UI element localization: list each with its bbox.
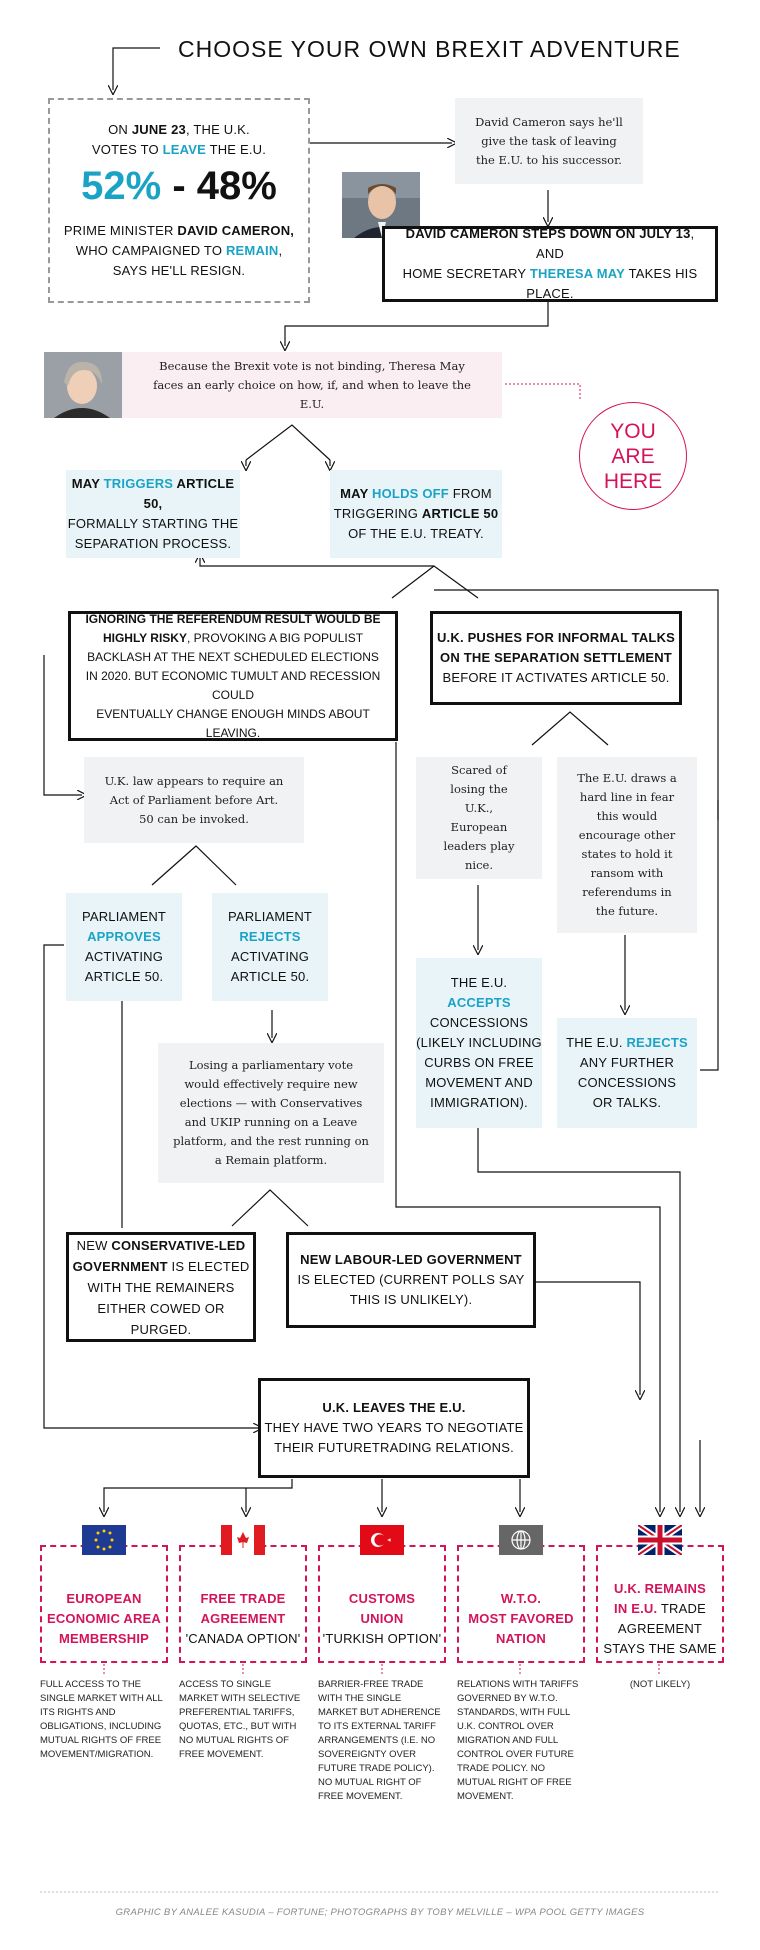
may-holds-off-box: MAY HOLDS OFF FROM TRIGGERING ARTICLE 50… — [330, 470, 502, 558]
cameron-note: David Cameron says he'll give the task o… — [455, 98, 643, 184]
page-title: CHOOSE YOUR OWN BREXIT ADVENTURE — [178, 36, 681, 62]
outcome-customs-union-box: CUSTOMS UNION 'TURKISH OPTION' — [318, 1545, 446, 1663]
vote-percentages: 52% - 48% — [81, 164, 277, 208]
turkey-flag-icon — [360, 1525, 404, 1555]
may-choice-note: Because the Brexit vote is not binding, … — [122, 352, 502, 418]
eu-accepts-box: THE E.U. ACCEPTS CONCESSIONS (LIKELY INC… — [416, 958, 542, 1128]
new-elections-note: Losing a parliamentary vote would effect… — [158, 1043, 384, 1183]
outcome-fta-box: FREE TRADE AGREEMENT 'CANADA OPTION' — [179, 1545, 307, 1663]
outcome-uk-remains-description: (NOT LIKELY) — [629, 1679, 691, 1690]
portrait-image — [44, 352, 122, 418]
may-triggers-box: MAY TRIGGERS ARTICLE 50, FORMALLY STARTI… — [66, 470, 240, 558]
eu-hard-line-note: The E.U. draws a hard line in fear this … — [557, 757, 697, 933]
outcome-eea-box: EUROPEAN ECONOMIC AREA MEMBERSHIP — [40, 1545, 168, 1663]
outcome-wto-box: W.T.O. MOST FAVORED NATION — [457, 1545, 585, 1663]
outcome-wto-description: RELATIONS WITH TARIFFS GOVERNED BY W.T.O… — [457, 1679, 579, 1802]
canada-flag-icon — [221, 1525, 265, 1555]
parliament-rejects-box: PARLIAMENT REJECTS ACTIVATING ARTICLE 50… — [212, 893, 328, 1001]
may-photo — [44, 352, 122, 418]
eu-rejects-box: THE E.U. REJECTS ANY FURTHER CONCESSIONS… — [557, 1018, 697, 1128]
act-of-parliament-note: U.K. law appears to require an Act of Pa… — [84, 757, 304, 843]
labour-government-box: NEW LABOUR-LED GOVERNMENT IS ELECTED (CU… — [286, 1232, 536, 1328]
outcome-customs-union-description: BARRIER-FREE TRADE WITH THE SINGLE MARKE… — [318, 1679, 441, 1802]
you-are-here-marker: YOU ARE HERE — [579, 402, 687, 510]
conservative-government-box: NEW CONSERVATIVE-LED GOVERNMENT IS ELECT… — [66, 1232, 256, 1342]
eu-plays-nice-note: Scared of losing the U.K., European lead… — [416, 757, 542, 879]
parliament-approves-box: PARLIAMENT APPROVES ACTIVATING ARTICLE 5… — [66, 893, 182, 1001]
cameron-photo — [342, 172, 420, 238]
outcome-eea-description: FULL ACCESS TO THE SINGLE MARKET WITH AL… — [40, 1679, 163, 1760]
uk-flag-icon — [636, 1522, 684, 1558]
outcome-fta-description: ACCESS TO SINGLE MARKET WITH SELECTIVE P… — [179, 1679, 301, 1760]
eu-flag-icon — [82, 1525, 126, 1555]
vote-result-box: ON JUNE 23, THE U.K. VOTES TO LEAVE THE … — [48, 98, 310, 303]
ignoring-result-box: IGNORING THE REFERENDUM RESULT WOULD BE … — [68, 611, 398, 741]
outcome-uk-remains-box: U.K. REMAINS IN E.U. TRADE AGREEMENT STA… — [596, 1545, 724, 1663]
informal-talks-box: U.K. PUSHES FOR INFORMAL TALKS ON THE SE… — [430, 611, 682, 705]
globe-icon — [499, 1525, 543, 1555]
graphic-credit: GRAPHIC BY ANALEE KASUDIA – FORTUNE; PHO… — [115, 1907, 645, 1918]
uk-leaves-eu-box: U.K. LEAVES THE E.U. THEY HAVE TWO YEARS… — [258, 1378, 530, 1478]
cameron-steps-down-box: DAVID CAMERON STEPS DOWN ON JULY 13, AND… — [382, 226, 718, 302]
